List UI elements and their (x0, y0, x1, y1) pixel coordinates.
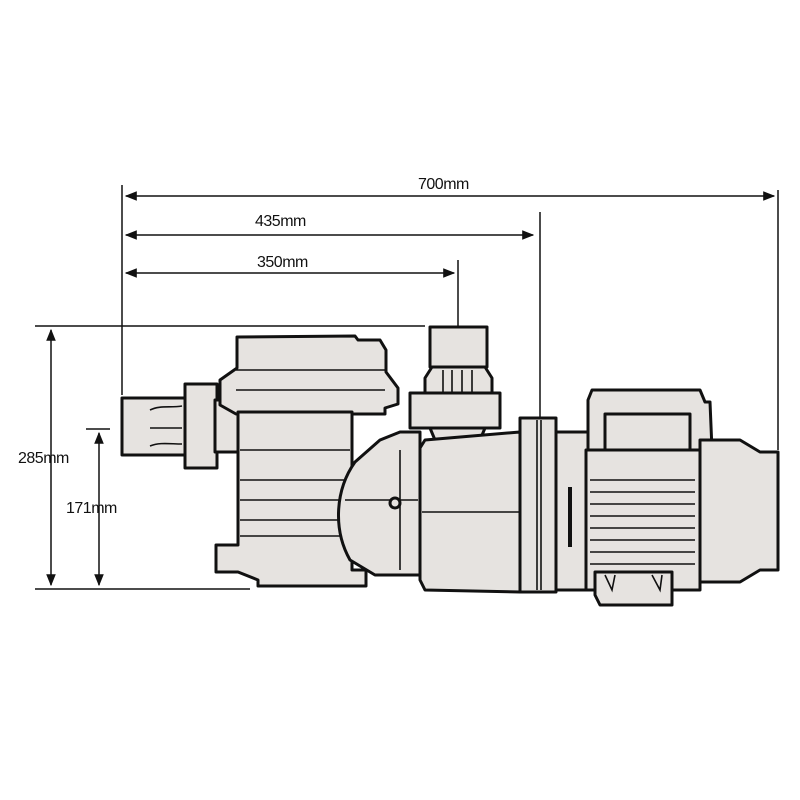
dim-171-label: 171mm (66, 500, 117, 517)
dim-700-label: 700mm (418, 176, 469, 193)
dim-435-label: 435mm (255, 213, 306, 230)
dim-285-label: 285mm (18, 450, 69, 467)
dim-350-label: 350mm (257, 254, 308, 271)
pump-body (120, 325, 780, 607)
extension-lines (35, 185, 779, 590)
